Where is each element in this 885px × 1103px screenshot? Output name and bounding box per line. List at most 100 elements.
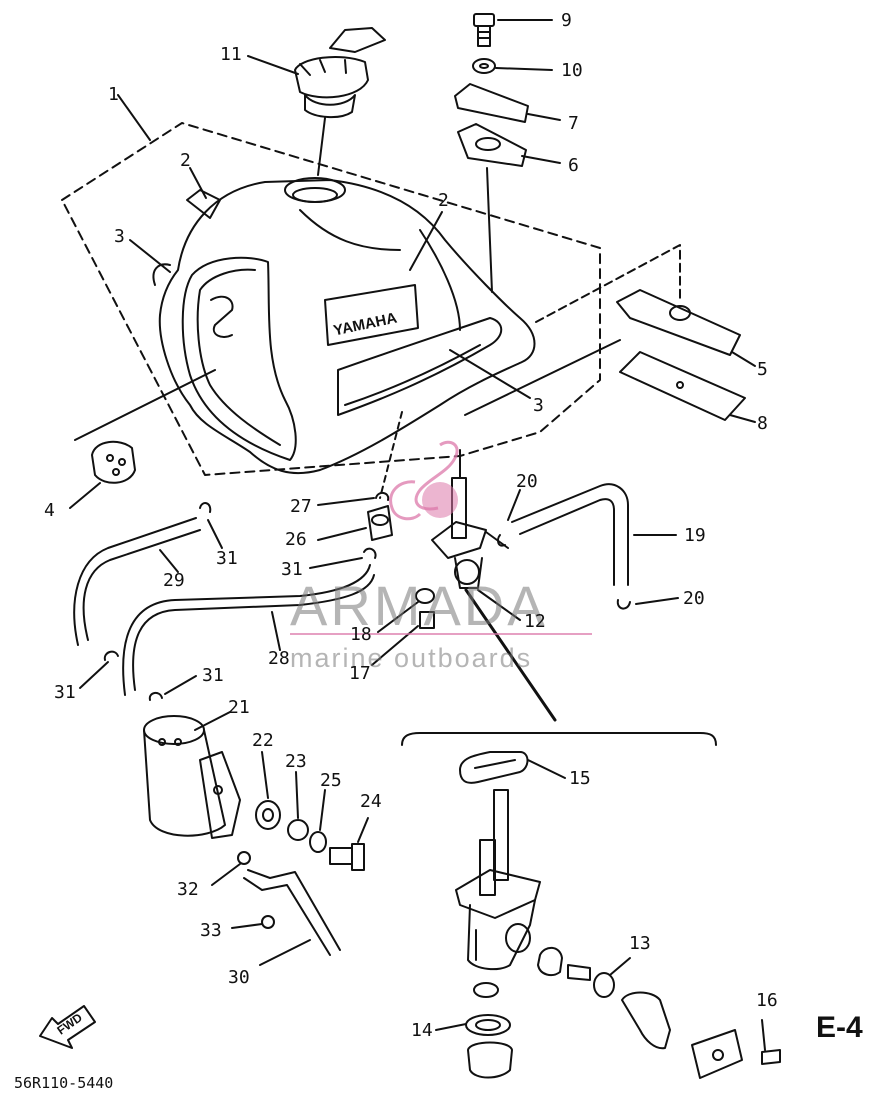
leader-line-27 — [317, 497, 375, 506]
callout-c22: 22 — [252, 730, 274, 751]
leader-line-22 — [261, 751, 269, 799]
callout-c32: 32 — [177, 879, 199, 900]
callout-c15: 15 — [569, 768, 591, 789]
callout-c25: 25 — [320, 770, 342, 791]
plate-7 — [454, 83, 529, 123]
callout-c13: 13 — [629, 933, 651, 954]
leader-line-mount-right — [535, 244, 681, 323]
leader-line-15 — [527, 759, 566, 779]
leader-line-23 — [295, 771, 299, 819]
fitting-26 — [367, 505, 393, 541]
callout-c20b: 20 — [683, 588, 705, 609]
leader-line-11 — [247, 55, 299, 75]
watermark-subtitle: marine outboards — [290, 643, 533, 673]
leader-line-14 — [435, 1023, 467, 1031]
collar-23 — [287, 819, 309, 841]
watermark-title: ARMADA — [290, 574, 548, 637]
callout-c5: 5 — [757, 359, 768, 380]
hose-30 — [243, 869, 341, 956]
leader-line-10 — [495, 67, 553, 71]
callout-c4: 4 — [44, 500, 55, 521]
callout-c3a: 3 — [114, 226, 125, 247]
bracket-5 — [616, 289, 741, 356]
leader-line-31-right — [207, 519, 223, 549]
plate-screw-16 — [691, 1019, 781, 1079]
leader-line-18 — [377, 601, 419, 633]
leader-line-17 — [371, 625, 419, 666]
tank-assembly-bracket — [61, 122, 601, 476]
nut-18 — [415, 588, 435, 604]
callout-c14: 14 — [411, 1020, 433, 1041]
canister-21 — [143, 715, 241, 839]
screw-17 — [419, 611, 435, 629]
leader-line-4 — [69, 482, 101, 509]
bolt-24 — [329, 843, 365, 871]
leader-line-31-lower — [164, 675, 197, 695]
leader-line-6 — [521, 155, 561, 164]
leader-line-mount-lower — [464, 339, 621, 416]
callout-c10: 10 — [561, 60, 583, 81]
leader-line-fill — [317, 117, 326, 176]
leader-line-4-tank — [74, 369, 216, 441]
leader-line-28 — [271, 611, 281, 651]
detail-bracket — [401, 732, 717, 746]
leader-line-1 — [117, 94, 151, 141]
fwd-arrow-icon — [39, 1005, 96, 1049]
watermark-logo-icon — [389, 440, 459, 521]
clip-31-left — [103, 650, 119, 661]
leader-line-31-left — [79, 661, 109, 689]
leader-line-mount — [486, 167, 493, 293]
clip-20b — [616, 599, 631, 610]
leader-line-21 — [194, 711, 231, 731]
bolt-9 — [473, 13, 495, 47]
callout-c9: 9 — [561, 10, 572, 31]
reference-code: 56R110-5440 — [14, 1074, 114, 1092]
callout-c18: 18 — [350, 624, 372, 645]
leader-line-25 — [319, 789, 326, 831]
callout-c31a: 31 — [216, 548, 238, 569]
leader-line-24 — [357, 817, 369, 843]
callout-c29: 29 — [163, 570, 185, 591]
leader-line-detail — [464, 588, 557, 722]
damper-4 — [91, 440, 136, 484]
clip-20a — [496, 534, 506, 547]
leader-line-20a — [507, 489, 521, 521]
callout-c28: 28 — [268, 648, 290, 669]
bracket-8 — [619, 351, 746, 421]
callout-c16: 16 — [756, 990, 778, 1011]
callout-c7: 7 — [568, 113, 579, 134]
callout-c30: 30 — [228, 967, 250, 988]
leader-line-12 — [477, 589, 521, 621]
leader-line-31-top — [309, 557, 363, 569]
leader-line-33 — [231, 923, 263, 929]
leader-line-30 — [259, 939, 311, 966]
callout-c26: 26 — [285, 529, 307, 550]
callout-c31d: 31 — [202, 665, 224, 686]
hose-29 — [73, 517, 201, 646]
gasket-15 — [459, 751, 529, 784]
callout-c27: 27 — [290, 496, 312, 517]
callout-c1: 1 — [108, 84, 119, 105]
callout-c6: 6 — [568, 155, 579, 176]
callout-c31b: 31 — [281, 559, 303, 580]
page-id: E-4 — [816, 1011, 863, 1044]
clip-27 — [375, 492, 390, 501]
leader-line-27-tank — [379, 411, 403, 499]
callout-c19: 19 — [684, 525, 706, 546]
leader-line-2a — [189, 167, 207, 199]
callout-c31c: 31 — [54, 682, 76, 703]
bowl-14 — [465, 982, 513, 1079]
washer-25 — [309, 831, 327, 853]
damper-6 — [457, 123, 527, 167]
leader-line-7 — [527, 113, 561, 121]
callout-c8: 8 — [757, 413, 768, 434]
callout-c24: 24 — [360, 791, 382, 812]
callout-c3b: 3 — [533, 395, 544, 416]
callout-c20a: 20 — [516, 471, 538, 492]
callout-c17: 17 — [349, 663, 371, 684]
damper-22 — [255, 800, 281, 830]
callout-c2b: 2 — [438, 190, 449, 211]
leader-line-3a — [129, 239, 171, 273]
fuel-cap — [294, 27, 386, 118]
